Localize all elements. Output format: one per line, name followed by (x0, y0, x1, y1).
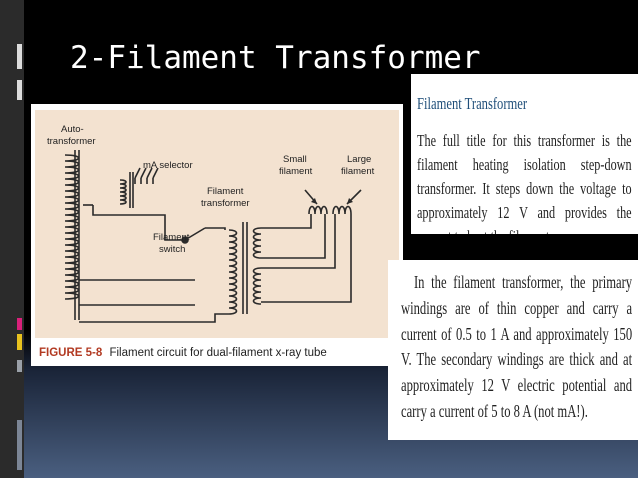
edge-strip (17, 420, 22, 470)
label-filament-transformer-2: transformer (201, 198, 250, 209)
definition-heading: Filament Transformer (417, 94, 528, 113)
figure-caption-text: Filament circuit for dual-filament x-ray… (109, 347, 327, 359)
diagram-background: Auto- transformer mA selector Small fila… (35, 110, 399, 338)
filament-circuit-diagram: Auto- transformer mA selector Small fila… (47, 124, 375, 323)
divider-band (411, 234, 638, 260)
windings-body: In the filament transformer, the primary… (401, 272, 633, 421)
left-accent-bar (0, 0, 24, 478)
label-auto-transformer-2: transformer (47, 136, 96, 147)
label-filament-switch-2: switch (159, 244, 185, 255)
windings-text-box: In the filament transformer, the primary… (388, 260, 638, 440)
label-small-filament-1: Small (283, 154, 307, 165)
edge-strip (17, 80, 22, 100)
figure-caption: FIGURE 5-8 Filament circuit for dual-fil… (39, 347, 327, 359)
edge-strip-pink (17, 318, 22, 330)
label-filament-switch-1: Filament (153, 232, 190, 243)
definition-body: The full title for this transformer is t… (417, 131, 632, 234)
edge-strip-yellow (17, 334, 22, 350)
label-auto-transformer-1: Auto- (61, 124, 84, 135)
figure-caption-label: FIGURE 5-8 (39, 347, 103, 359)
label-large-filament-1: Large (347, 154, 371, 165)
slide-title: 2-Filament Transformer (70, 40, 481, 76)
definition-text-box: Filament Transformer The full title for … (411, 74, 638, 234)
edge-strip (17, 44, 22, 69)
label-ma-selector: mA selector (143, 160, 193, 171)
label-large-filament-2: filament (341, 166, 375, 177)
figure-panel: Auto- transformer mA selector Small fila… (31, 104, 403, 366)
label-small-filament-2: filament (279, 166, 313, 177)
edge-strip (17, 360, 22, 372)
label-filament-transformer-1: Filament (207, 186, 244, 197)
